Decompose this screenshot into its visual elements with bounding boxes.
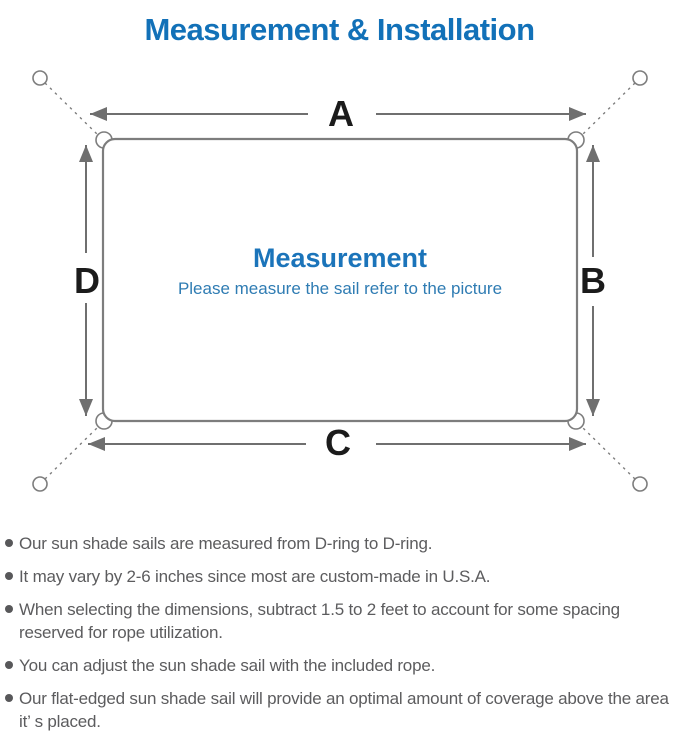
bullet-icon xyxy=(5,572,13,580)
guy-line-top-right xyxy=(580,82,636,137)
dimension-label-a: A xyxy=(328,93,354,134)
shade-sail-panel xyxy=(101,137,579,423)
note-item: You can adjust the sun shade sail with t… xyxy=(5,654,673,677)
diagram-center-subtitle: Please measure the sail refer to the pic… xyxy=(178,279,502,298)
anchor-point-top-right xyxy=(632,70,648,86)
dimension-label-b: B xyxy=(580,260,606,301)
bullet-icon xyxy=(5,539,13,547)
bullet-icon xyxy=(5,694,13,702)
anchor-point-top-left xyxy=(32,70,48,86)
measurement-diagram: A D B C Measurement Please measure the s… xyxy=(32,70,648,492)
note-item: Our sun shade sails are measured from D-… xyxy=(5,532,673,555)
note-item: It may vary by 2-6 inches since most are… xyxy=(5,565,673,588)
anchor-point-bottom-right xyxy=(632,476,648,492)
note-text: You can adjust the sun shade sail with t… xyxy=(19,656,436,675)
page-title: Measurement & Installation xyxy=(144,12,535,47)
bullet-icon xyxy=(5,605,13,613)
note-item: Our flat-edged sun shade sail will provi… xyxy=(5,687,673,733)
anchor-point-bottom-left xyxy=(32,476,48,492)
notes-list: Our sun shade sails are measured from D-… xyxy=(0,532,679,733)
note-item: When selecting the dimensions, subtract … xyxy=(5,598,673,644)
guy-line-bottom-right xyxy=(580,425,636,480)
guy-line-bottom-left xyxy=(44,425,100,480)
note-text: Our flat-edged sun shade sail will provi… xyxy=(19,689,669,731)
guy-line-top-left xyxy=(44,82,100,137)
diagram-center-title: Measurement xyxy=(253,243,427,273)
dimension-label-c: C xyxy=(325,422,351,463)
note-text: When selecting the dimensions, subtract … xyxy=(19,600,620,642)
dimension-label-d: D xyxy=(74,260,100,301)
note-text: Our sun shade sails are measured from D-… xyxy=(19,534,433,553)
note-text: It may vary by 2-6 inches since most are… xyxy=(19,567,491,586)
bullet-icon xyxy=(5,661,13,669)
